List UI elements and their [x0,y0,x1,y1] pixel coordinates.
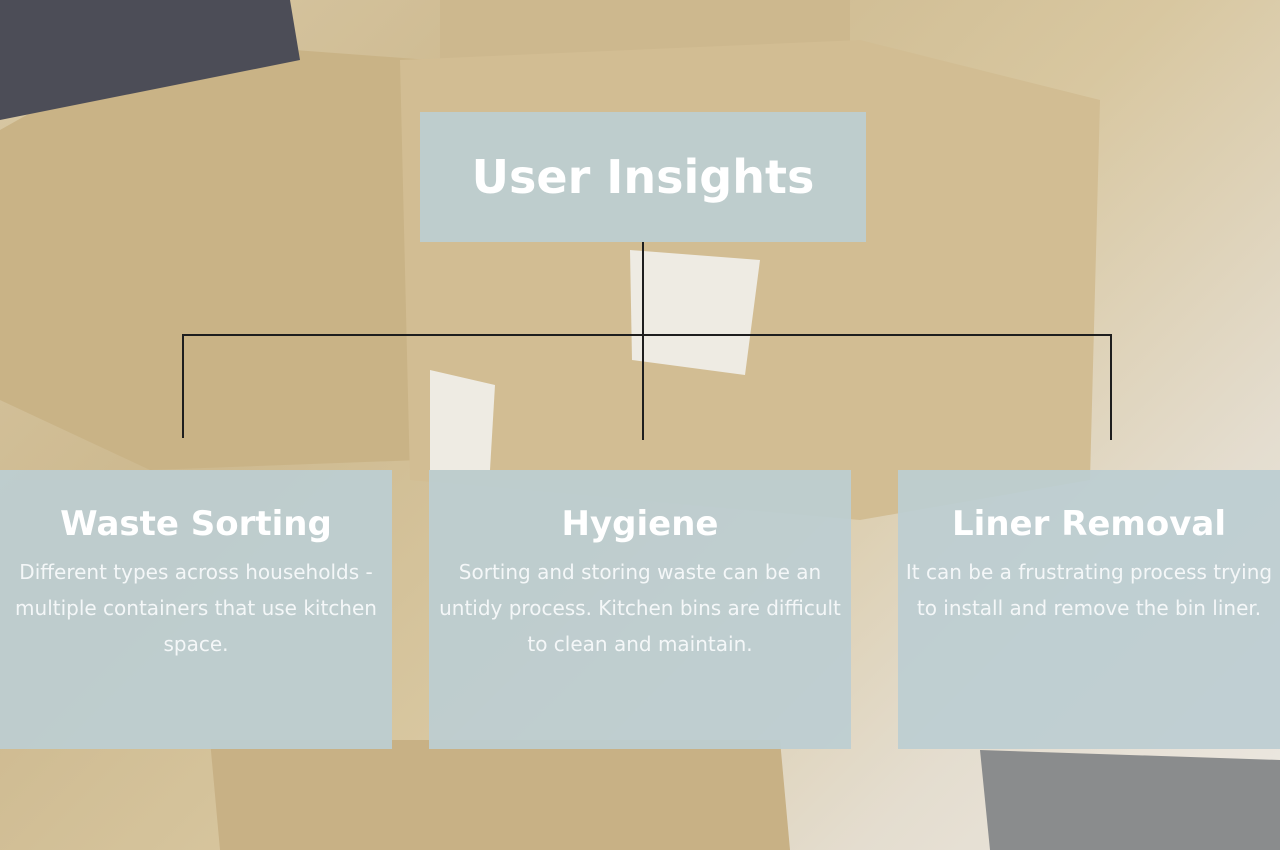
insight-card-hygiene: Hygiene Sorting and storing waste can be… [429,470,851,749]
connector-left [182,334,184,438]
card-body: It can be a frustrating process trying t… [905,560,1273,620]
connector-horizontal [182,334,1112,336]
insight-card-liner-removal: Liner Removal It can be a frustrating pr… [898,470,1280,749]
insight-card-waste-sorting: Waste Sorting Different types across hou… [0,470,392,749]
page-title: User Insights [471,150,815,204]
card-heading: Hygiene [561,504,719,544]
connector-right [1110,334,1112,440]
card-body: Different types across households - mult… [15,560,377,656]
card-heading: Waste Sorting [60,504,332,544]
connector-stem [642,242,644,440]
card-body: Sorting and storing waste can be an unti… [439,560,841,656]
title-box: User Insights [420,112,866,242]
card-heading: Liner Removal [952,504,1226,544]
